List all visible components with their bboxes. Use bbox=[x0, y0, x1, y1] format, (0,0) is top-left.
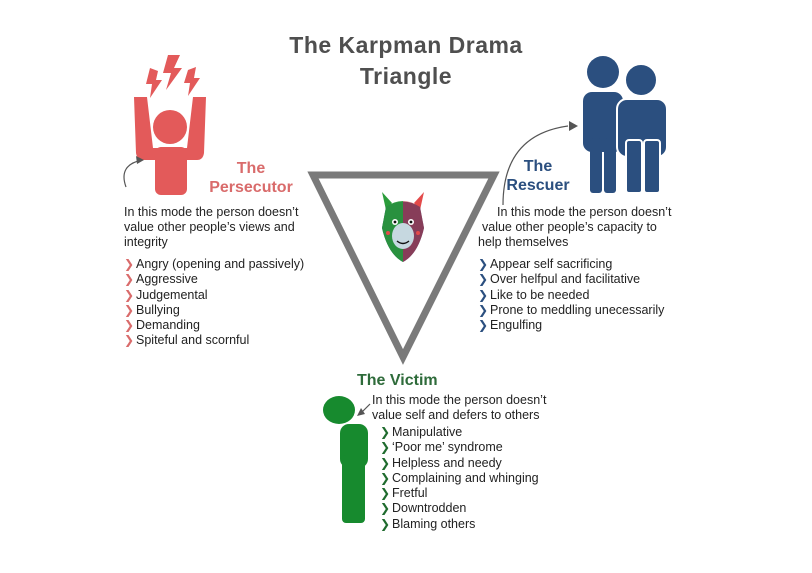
chevron-right-icon: ❯ bbox=[124, 318, 135, 333]
list-item: ❯Bullying bbox=[124, 302, 180, 317]
persecutor-curve-arrow bbox=[123, 159, 143, 188]
list-item: ❯‘Poor me’ syndrome bbox=[380, 440, 503, 455]
list-item: ❯Aggressive bbox=[124, 272, 198, 287]
persecutor-label-line-1: The bbox=[236, 160, 266, 177]
rescuer-label-line-1: The bbox=[523, 158, 553, 175]
list-item: ❯Spiteful and scornful bbox=[124, 333, 250, 348]
victim-arrowhead-icon bbox=[357, 408, 365, 416]
persecutor-description: In this mode the person doesn’t value ot… bbox=[124, 205, 354, 250]
rescuer-desc-line-1: In this mode the person doesn’t bbox=[497, 205, 672, 219]
victim-desc-line-2: value self and defers to others bbox=[372, 408, 540, 422]
rescuer-traits-list: ❯Appear self sacrificing ❯Over helfpul a… bbox=[478, 257, 718, 333]
page-title: The Karpman Drama Triangle bbox=[0, 30, 812, 92]
persecutor-label: The Persecutor bbox=[196, 159, 306, 197]
chevron-right-icon: ❯ bbox=[380, 425, 391, 439]
persecutor-desc-line-1: In this mode the person doesn’t bbox=[124, 205, 299, 219]
drama-triangle bbox=[307, 171, 500, 365]
rescuer-description: In this mode the person doesn’t value ot… bbox=[478, 205, 718, 250]
rescuer-label-line-2: Rescuer bbox=[506, 177, 570, 194]
list-item: ❯Engulfing bbox=[478, 318, 543, 333]
chevron-right-icon: ❯ bbox=[478, 318, 489, 333]
victim-label: The Victim bbox=[357, 372, 438, 389]
chevron-right-icon: ❯ bbox=[478, 287, 489, 302]
persecutor-desc-line-2: value other people’s views and bbox=[124, 220, 295, 234]
victim-traits-list: ❯Manipulative ❯‘Poor me’ syndrome ❯Helpl… bbox=[380, 425, 600, 532]
llama-mascot-icon bbox=[382, 192, 424, 262]
chevron-right-icon: ❯ bbox=[124, 272, 135, 287]
chevron-right-icon: ❯ bbox=[380, 486, 391, 501]
list-item: ❯Angry (opening and passively) bbox=[124, 257, 305, 271]
list-item: ❯Like to be needed bbox=[478, 287, 590, 302]
list-item: ❯Fretful bbox=[380, 486, 428, 501]
list-item: ❯Downtrodden bbox=[380, 501, 467, 516]
victim-figure-icon bbox=[323, 396, 368, 523]
rescuer-curve-arrow bbox=[502, 125, 569, 206]
rescuer-desc-line-3: help themselves bbox=[478, 235, 569, 249]
anger-lightning-icon bbox=[146, 55, 200, 98]
chevron-right-icon: ❯ bbox=[380, 455, 391, 470]
rescuer-label: The Rescuer bbox=[498, 157, 578, 195]
chevron-right-icon: ❯ bbox=[124, 257, 135, 271]
list-item: ❯Appear self sacrificing bbox=[478, 257, 613, 271]
victim-description: In this mode the person doesn’t value se… bbox=[372, 393, 592, 423]
list-item: ❯Manipulative bbox=[380, 425, 463, 439]
list-item: ❯Complaining and whinging bbox=[380, 470, 539, 485]
persecutor-label-line-2: Persecutor bbox=[209, 179, 293, 196]
list-item: ❯Prone to meddling unecessarily bbox=[478, 302, 665, 317]
rescuer-arrowhead-icon bbox=[569, 121, 578, 131]
persecutor-arrowhead-icon bbox=[136, 156, 144, 164]
chevron-right-icon: ❯ bbox=[478, 257, 489, 271]
persecutor-figure-icon bbox=[134, 97, 206, 195]
persecutor-traits-list: ❯Angry (opening and passively) ❯Aggressi… bbox=[124, 257, 354, 349]
chevron-right-icon: ❯ bbox=[380, 470, 391, 485]
chevron-right-icon: ❯ bbox=[380, 516, 391, 531]
chevron-right-icon: ❯ bbox=[380, 440, 391, 455]
list-item: ❯Demanding bbox=[124, 318, 200, 333]
title-line-2: Triangle bbox=[359, 63, 453, 89]
chevron-right-icon: ❯ bbox=[124, 333, 135, 348]
rescuer-figure-icon bbox=[583, 56, 668, 194]
title-line-1: The Karpman Drama bbox=[289, 32, 523, 58]
chevron-right-icon: ❯ bbox=[380, 501, 391, 516]
list-item: ❯Judgemental bbox=[124, 287, 208, 302]
chevron-right-icon: ❯ bbox=[124, 287, 135, 302]
list-item: ❯Blaming others bbox=[380, 516, 476, 531]
chevron-right-icon: ❯ bbox=[124, 302, 135, 317]
persecutor-desc-line-3: integrity bbox=[124, 235, 168, 249]
list-item: ❯Helpless and needy bbox=[380, 455, 502, 470]
chevron-right-icon: ❯ bbox=[478, 272, 489, 287]
chevron-right-icon: ❯ bbox=[478, 302, 489, 317]
victim-desc-line-1: In this mode the person doesn’t bbox=[372, 393, 547, 407]
list-item: ❯Over helfpul and facilitative bbox=[478, 272, 641, 287]
rescuer-desc-line-2: value other people’s capacity to bbox=[482, 220, 657, 234]
